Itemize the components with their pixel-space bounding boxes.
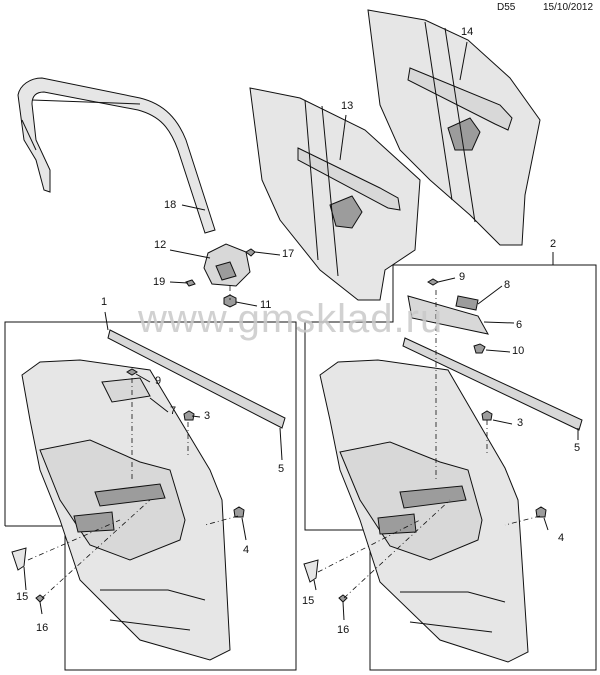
- callout-17: 17: [282, 248, 295, 260]
- callout-15-right: 15: [302, 595, 315, 607]
- callout-2: 2: [550, 238, 557, 250]
- door-trim-panel-assembly-1: [21, 359, 231, 661]
- push-pin-4b: [535, 506, 547, 518]
- diagram-code: D55: [497, 2, 516, 13]
- callout-4-right: 4: [558, 532, 565, 544]
- callout-5-left: 5: [278, 463, 285, 475]
- clip-9b: [427, 278, 439, 286]
- callout-16-right: 16: [337, 624, 350, 636]
- callout-15-left: 15: [16, 591, 29, 603]
- bracket-12: [203, 243, 251, 287]
- callout-9-left: 9: [155, 375, 162, 387]
- callout-3-right: 3: [517, 417, 524, 429]
- push-pin-3b: [481, 410, 493, 421]
- callout-6: 6: [516, 319, 523, 331]
- switch-panel-6: [407, 295, 489, 335]
- trim-liner-13: [249, 87, 421, 301]
- callout-11: 11: [260, 299, 272, 311]
- clip-10: [473, 343, 486, 354]
- callout-14: 14: [461, 26, 474, 38]
- callout-4-left: 4: [243, 544, 250, 556]
- leader-lines: [23, 41, 579, 621]
- callout-1: 1: [101, 296, 108, 308]
- callout-8: 8: [504, 279, 511, 291]
- callout-16-left: 16: [36, 622, 49, 634]
- trim-liner-14: [367, 9, 541, 246]
- weatherstrip-5a: [107, 329, 286, 429]
- callout-3-left: 3: [204, 410, 211, 422]
- switch-bezel-7: [101, 377, 151, 403]
- weatherstrip-5b: [402, 337, 583, 431]
- callout-5-right: 5: [574, 442, 581, 454]
- callout-12: 12: [154, 239, 167, 251]
- fastener-19: [185, 279, 196, 287]
- diagram-date: 15/10/2012: [543, 2, 594, 13]
- push-pin-4a: [233, 506, 245, 518]
- fastener-17: [245, 248, 256, 257]
- callout-9-right: 9: [459, 271, 466, 283]
- callout-10: 10: [512, 345, 525, 357]
- window-frame-moulding-18: [17, 77, 216, 234]
- push-pin-3a: [183, 410, 195, 421]
- cap-15a: [11, 547, 27, 571]
- watermark: www.gmsklad.ru: [138, 297, 444, 341]
- callout-18: 18: [164, 199, 177, 211]
- callout-19: 19: [153, 276, 166, 288]
- assembly-2-frame: [304, 264, 597, 671]
- screw-16a: [35, 594, 45, 603]
- switch-8: [455, 295, 479, 311]
- callout-7: 7: [170, 405, 177, 417]
- door-trim-panel-assembly-2: [319, 359, 529, 663]
- cap-15b: [303, 559, 319, 583]
- clip-9a: [126, 368, 138, 376]
- assembly-lines: [27, 286, 541, 599]
- callout-13: 13: [341, 100, 354, 112]
